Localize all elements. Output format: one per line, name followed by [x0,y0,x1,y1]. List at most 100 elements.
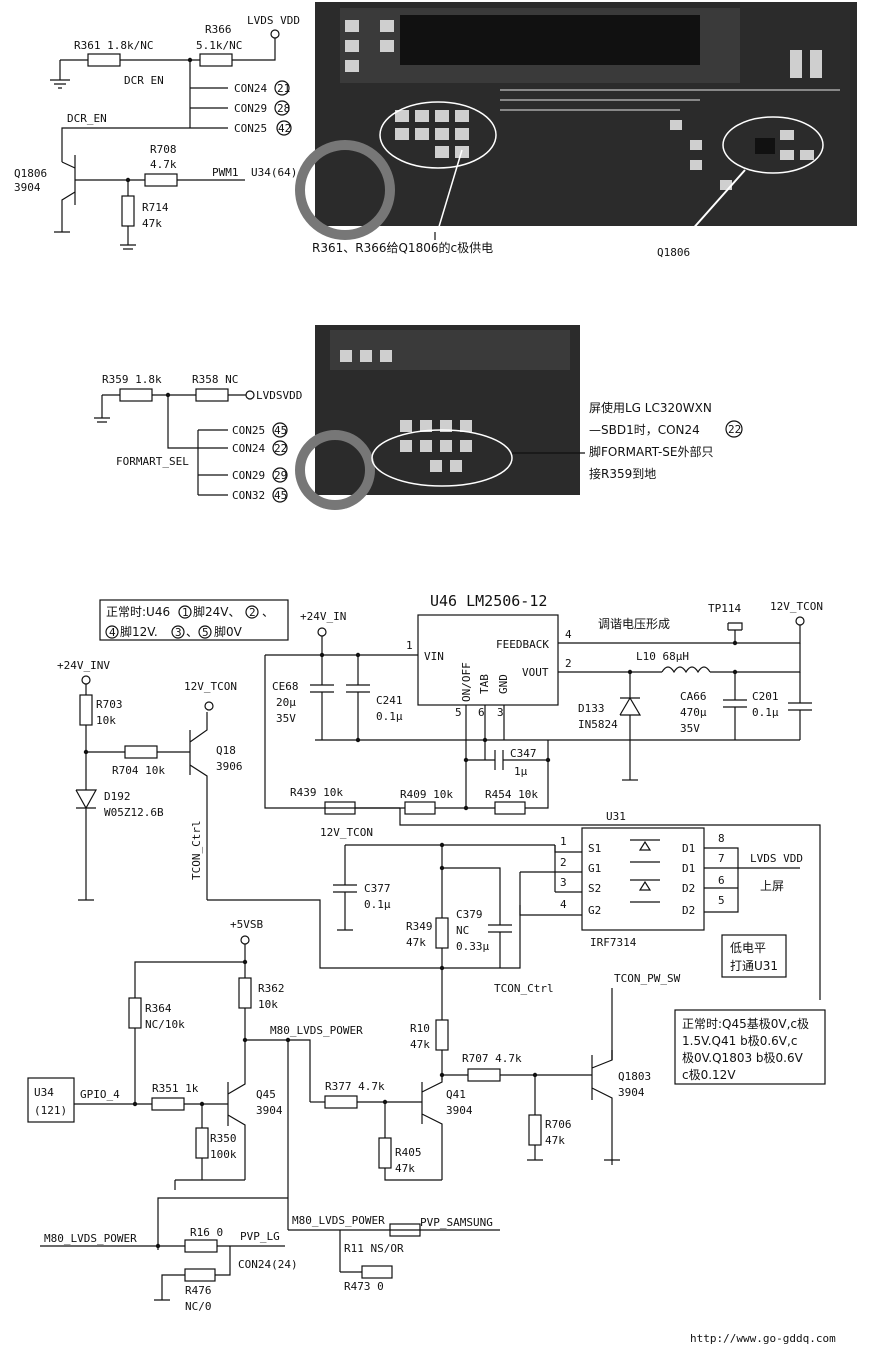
d133-label: D133 [578,702,605,715]
con25-label: CON25 [232,424,265,437]
u31-pin5: 5 [718,894,725,907]
section-formart-sel: R359 1.8k R358 NC LVDSVDD CON25 45 CON24… [94,373,302,503]
ce68-value: 20μ [276,696,296,709]
lvds-vdd-out: LVDS VDD [750,852,803,865]
u46-title: U46 LM2506-12 [430,592,547,610]
r10-label: R10 [410,1022,430,1035]
note-q-line1: 正常时:Q45基极0V,c极 [682,1017,809,1031]
u46-pin1: 1 [406,639,413,652]
section-u46-regulator: 正常时:U46 1 脚24V、 2 、 4 脚12V. 3 、 5 脚0V U4… [57,592,823,1060]
r714-label: R714 [142,201,169,214]
con25-pin: 45 [274,424,287,437]
p24v-in-label: +24V_IN [300,610,346,623]
q18-label: Q18 [216,744,236,757]
r351-label: R351 1k [152,1082,199,1095]
u34-label: U34 [34,1086,54,1099]
u31-label: U31 [606,810,626,823]
r11-label: R11 NS/OR [344,1242,404,1255]
r706-value: 47k [545,1134,565,1147]
section-dcr-en: R361 1.8k/NC R366 5.1k/NC LVDS VDD DCR E… [14,14,300,250]
note-a3: 2 [249,606,256,619]
note-line3: 脚FORMART-SE外部只 [589,444,713,459]
pvp-samsung-label: PVP_SAMSUNG [420,1216,493,1229]
r362-label: R362 [258,982,285,995]
r359-resistor [119,388,153,402]
u46-pin2: 2 [565,657,572,670]
low-level-line2: 打通U31 [730,959,778,973]
r704-resistor [124,745,158,759]
m80-lvds-power-label-3: M80_LVDS_POWER [44,1232,137,1245]
note-pin: 22 [728,423,741,436]
r350-label: R350 [210,1132,237,1145]
r10-value: 47k [410,1038,430,1051]
u31-g2: G2 [588,904,601,917]
note-b6: 脚0V [214,624,243,639]
ce68-label: CE68 [272,680,299,693]
d192-type: W05Z12.6B [104,806,164,819]
d133-type: IN5824 [578,718,618,731]
note-a2: 脚24V、 [193,604,240,619]
q18-type: 3906 [216,760,243,773]
c377-label: C377 [364,882,391,895]
r377-resistor [324,1095,358,1109]
pcb-photo-2 [295,325,585,510]
u46-pin5: 5 [455,706,462,719]
u46-ic [417,614,559,706]
r703-label: R703 [96,698,123,711]
u31-pin7: 7 [718,852,725,865]
u31-s2: S2 [588,882,601,895]
gpio4-label: GPIO_4 [80,1088,120,1101]
u46-vout: VOUT [522,666,549,679]
r358-label: R358 NC [192,373,238,386]
u31-ic [581,827,705,931]
note-b5: 5 [202,626,209,639]
note-q-line3: 极0V.Q1803 b极0.6V [682,1051,804,1065]
con29-label: CON29 [234,102,267,115]
con24-pin: 21 [277,82,290,95]
r349-value: 47k [406,936,426,949]
u31-d2b: D2 [682,904,695,917]
r364-value: NC/10k [145,1018,185,1031]
note-line1: 屏使用LG LC320WXN [589,400,712,415]
r377-label: R377 4.7k [325,1080,385,1093]
u46-pin6: 6 [478,706,485,719]
r708-resistor [144,173,178,187]
t12-tcon-c377: 12V_TCON [320,826,373,839]
q45-type: 3904 [256,1104,283,1117]
r349-resistor [435,917,449,949]
con29-pin: 28 [277,102,290,115]
t12-tcon-q18: 12V_TCON [184,680,237,693]
u31-pin2: 2 [560,856,567,869]
q45-label: Q45 [256,1088,276,1101]
r473-resistor [361,1265,393,1279]
r364-resistor [128,997,142,1029]
c201-label: C201 [752,690,779,703]
c241-value: 0.1μ [376,710,403,723]
note-b3: 3 [175,626,182,639]
r706-label: R706 [545,1118,572,1131]
u31-pin1: 1 [560,835,567,848]
m80-lvds-power-label-2: M80_LVDS_POWER [292,1214,385,1227]
r473-label: R473 0 [344,1280,384,1293]
u46-onoff: ON/OFF [460,662,473,702]
con24-24-label: CON24(24) [238,1258,298,1271]
low-level-box [721,934,787,978]
section-gpio-switch: +5VSB R364 NC/10k R362 10k M80_LVDS_POWE… [27,918,826,1313]
r703-value: 10k [96,714,116,727]
r366-resistor [199,53,233,67]
m80-lvds-power-label: M80_LVDS_POWER [270,1024,363,1037]
dcr-en-net-label: DCR_EN [67,112,107,125]
low-level-line1: 低电平 [730,941,766,955]
pvp-lg-label: PVP_LG [240,1230,280,1243]
r454-resistor [494,801,526,815]
r366-value: 5.1k/NC [196,39,242,52]
c379-nc: NC [456,924,469,937]
footer-url[interactable]: http://www.go-gddq.com [690,1332,836,1345]
u46-pin4: 4 [565,628,572,641]
to-panel-label: 上屏 [760,879,784,893]
dcr-en-label: DCR EN [124,74,164,87]
u31-d1b: D1 [682,862,695,875]
note-a: 正常时:U46 [106,605,170,619]
r704-label: R704 10k [112,764,165,777]
